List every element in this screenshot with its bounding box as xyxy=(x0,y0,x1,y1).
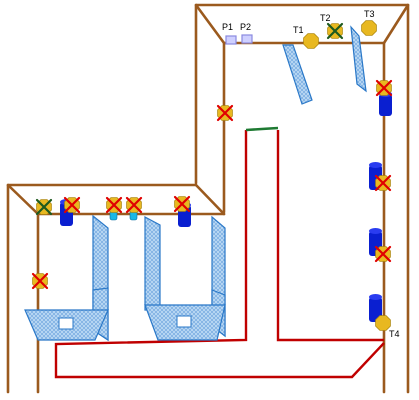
panel-group-right xyxy=(144,215,226,341)
valve-icon xyxy=(375,79,393,97)
valve-icon xyxy=(374,245,392,263)
pipe-segment-green xyxy=(245,126,279,132)
valve-icon xyxy=(125,196,143,214)
label-t4: T4 xyxy=(389,329,400,339)
valve-icon xyxy=(105,196,123,214)
label-p2: P2 xyxy=(240,22,251,32)
wall-lower-diagonals xyxy=(6,183,226,216)
panel-upper-2 xyxy=(350,25,367,93)
plugs xyxy=(225,34,253,45)
valve-icon xyxy=(173,195,191,213)
panel-group-left xyxy=(24,214,109,342)
wall-upper-outer xyxy=(194,3,410,394)
valve-icon xyxy=(216,104,234,122)
valve-icon xyxy=(361,20,377,36)
valve-icon xyxy=(326,22,344,40)
label-t2: T2 xyxy=(320,13,331,23)
label-t3: T3 xyxy=(364,9,375,19)
pipe-network xyxy=(54,130,385,379)
valve-icon xyxy=(35,198,53,216)
pipe-loop-left xyxy=(54,130,385,379)
valves xyxy=(31,20,393,331)
valve-icon xyxy=(63,196,81,214)
panel-upper-1 xyxy=(282,44,313,105)
valve-icon xyxy=(31,272,49,290)
panel-right-a xyxy=(144,216,161,311)
pipe-loop-right xyxy=(276,130,384,342)
wall-corner-diagonals xyxy=(194,3,410,45)
valve-icon xyxy=(303,33,319,49)
valve-icon xyxy=(375,315,391,331)
wall-lower-inner xyxy=(36,212,226,394)
plug-icon xyxy=(225,35,237,45)
drain-left xyxy=(58,317,74,330)
label-t1: T1 xyxy=(293,25,304,35)
valve-icon xyxy=(374,174,392,192)
tank-icon xyxy=(369,294,382,322)
drain-right xyxy=(176,315,192,328)
labels: P1 P2 T1 T2 T3 T4 xyxy=(222,9,400,339)
label-p1: P1 xyxy=(222,22,233,32)
plug-icon xyxy=(241,34,253,44)
